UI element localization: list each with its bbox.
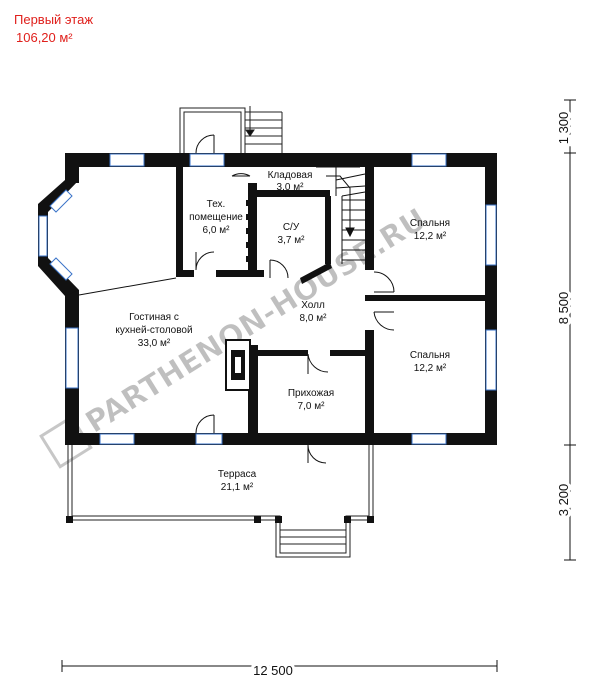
room-living-name-1: Гостиная с (129, 312, 179, 323)
watermark-logo-icon (39, 414, 93, 469)
room-tech-area: 6,0 м² (203, 225, 231, 236)
kitchen-line (78, 277, 177, 296)
room-hall-area: 8,0 м² (300, 313, 328, 324)
dim-house-depth: 8 500 (556, 292, 571, 325)
doors (195, 134, 395, 464)
room-bedroom-top-area: 12,2 м² (414, 231, 447, 242)
interior-walls (176, 160, 489, 440)
terrace-railing (67, 445, 374, 558)
room-entry-area: 7,0 м² (298, 401, 326, 412)
top-porch-steps (245, 106, 283, 153)
dimension-lines (61, 99, 576, 672)
dim-terrace-depth: 3 200 (556, 484, 571, 517)
fireplace (225, 339, 251, 391)
dim-top-porch: 1 300 (556, 112, 571, 145)
floor-title: Первый этаж (14, 12, 94, 27)
room-bedroom-bottom-name: Спальня (410, 350, 450, 361)
room-storage-name: Кладовая (268, 170, 313, 181)
terrace-posts (66, 516, 374, 523)
room-storage-area: 3,0 м² (277, 182, 305, 193)
watermark: PARTHENON-HOUSE.RU (39, 202, 433, 469)
room-bedroom-bottom-area: 12,2 м² (414, 363, 447, 374)
room-terrace-name: Терраса (218, 469, 257, 480)
room-terrace-area: 21,1 м² (221, 482, 254, 493)
room-living-name-2: кухней-столовой (115, 325, 192, 336)
room-tech-name-2: помещение (189, 212, 243, 223)
room-entry-name: Прихожая (288, 388, 334, 399)
room-tech-name-1: Тех. (207, 199, 226, 210)
room-living-area: 33,0 м² (138, 338, 171, 349)
room-hall-name: Холл (301, 300, 325, 311)
floor-area: 106,20 м² (16, 30, 73, 45)
room-wc-name: С/У (283, 222, 300, 233)
windows (38, 153, 497, 445)
dim-total-width: 12 500 (253, 663, 293, 678)
terrace-steps (280, 529, 346, 545)
room-wc-area: 3,7 м² (278, 235, 306, 246)
vent-blocks (246, 200, 252, 262)
room-bedroom-top-name: Спальня (410, 218, 450, 229)
staircase (316, 166, 366, 264)
top-porch (179, 107, 246, 153)
